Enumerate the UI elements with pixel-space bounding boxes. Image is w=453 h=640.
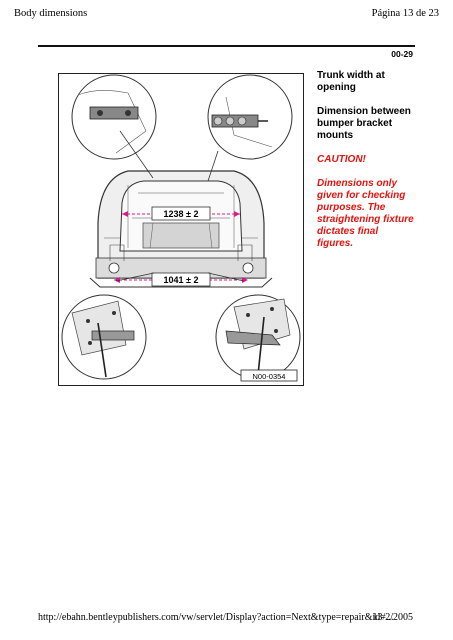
header-rule [38, 45, 415, 47]
section-code: 00-29 [391, 49, 413, 59]
page-number: Página 13 de 23 [371, 8, 439, 19]
detail-circle-bottom-left [61, 272, 155, 380]
footer-url: http://ebahn.bentleypublishers.com/vw/se… [38, 612, 394, 623]
bumper-dimension-label: 1041 ± 2 [164, 275, 199, 285]
page-header-title: Body dimensions [14, 8, 88, 19]
trunk-dimension-label: 1238 ± 2 [164, 209, 199, 219]
figure-id-label: N00-0354 [253, 372, 286, 381]
detail-circle-bottom-right [207, 272, 301, 380]
footer-date: 13/2/2005 [372, 612, 413, 623]
caution-heading: CAUTION! [317, 154, 366, 165]
car-rear-view [89, 170, 273, 288]
notes-column: Trunk width at opening Dimension between… [317, 70, 417, 262]
body-dimensions-figure: 1238 ± 2 1041 ± 2 [58, 73, 304, 386]
detail-circle-top-left [71, 74, 157, 179]
detail-circle-top-right [207, 74, 293, 182]
note-trunk-width: Trunk width at opening [317, 70, 385, 93]
note-bracket-dimension: Dimension between bumper bracket mounts [317, 106, 411, 141]
caution-text: Dimensions only given for checking purpo… [317, 178, 414, 249]
trunk-width-dimension: 1238 ± 2 [122, 206, 240, 221]
bumper-dimension: 1041 ± 2 [114, 272, 248, 287]
